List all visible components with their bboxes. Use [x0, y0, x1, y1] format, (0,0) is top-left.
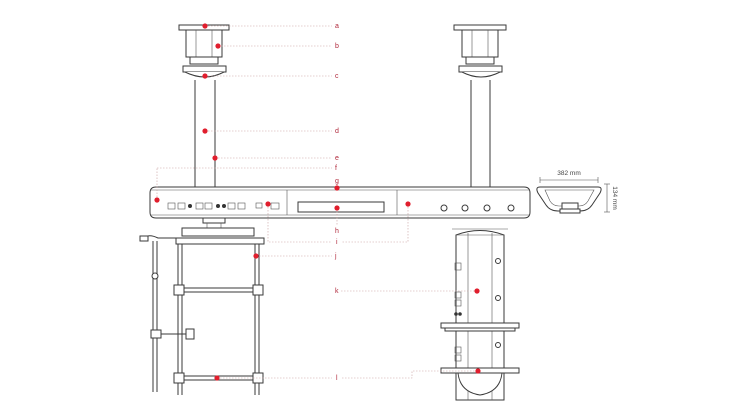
leader-lines — [156, 25, 478, 379]
shelf-trolley — [139, 227, 265, 395]
right-ceiling-mount — [453, 24, 507, 78]
callout-label-g: g — [335, 178, 339, 185]
pendant-outlets — [454, 258, 501, 362]
callout-label-i: i — [336, 239, 338, 246]
profile-width-label: 382 mm — [557, 170, 580, 177]
callout-dot-a — [202, 23, 208, 29]
beam-profile — [536, 177, 610, 214]
callout-dot-k — [474, 288, 480, 294]
callout-labels: a b c d e f g h i j k l — [334, 23, 339, 382]
profile-height-label: 134 mm — [611, 186, 618, 209]
callout-dot-j — [253, 253, 259, 259]
callout-label-d: d — [335, 128, 339, 135]
callout-dot-l2 — [475, 368, 481, 374]
callout-dot-d — [202, 128, 208, 134]
right-column — [470, 80, 491, 187]
beam-gas-outlets — [440, 204, 515, 212]
callout-label-l: l — [336, 375, 338, 382]
callout-dot-b — [215, 43, 221, 49]
callout-dot-f — [154, 197, 160, 203]
callout-label-e: e — [335, 155, 339, 162]
callout-dot-i — [265, 201, 271, 207]
callout-dots — [154, 23, 481, 381]
pendant-column — [440, 228, 520, 401]
callout-label-b: b — [335, 43, 339, 50]
callout-dot-c — [202, 73, 208, 79]
callout-label-k: k — [335, 288, 339, 295]
callout-dot-e — [212, 155, 218, 161]
callout-label-a: a — [335, 23, 339, 30]
beam-sockets — [167, 202, 280, 210]
callout-label-c: c — [335, 73, 339, 80]
callout-dot-g — [334, 185, 340, 191]
callout-label-h: h — [335, 228, 339, 235]
callout-dot-h — [334, 205, 340, 211]
horizontal-beam — [149, 186, 531, 228]
callout-dot-l — [214, 375, 220, 381]
callout-label-j: j — [334, 253, 337, 260]
callout-label-f: f — [335, 165, 337, 172]
left-column — [194, 80, 216, 187]
callout-dot-i2 — [405, 201, 411, 207]
left-ceiling-mount — [178, 24, 230, 78]
